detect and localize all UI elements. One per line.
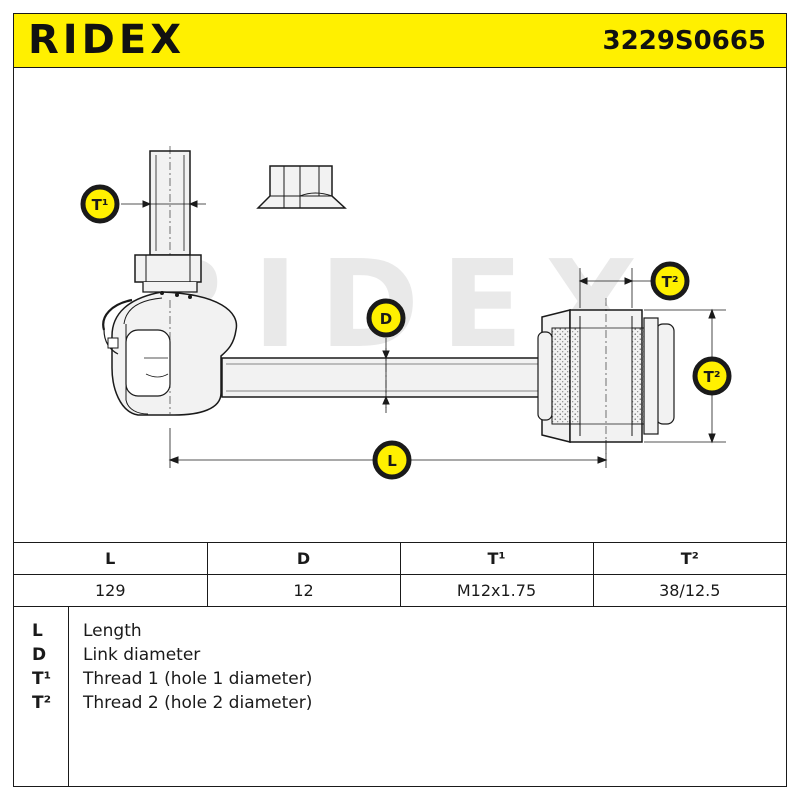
bushing-eye	[537, 298, 675, 454]
header-bar: RIDEX 3229S0665	[14, 14, 786, 68]
spec-table-header-row: L D T¹ T²	[14, 542, 786, 575]
link-rod	[221, 348, 543, 408]
spec-header-t2: T²	[592, 542, 786, 575]
technical-drawing: RIDEX	[14, 68, 786, 542]
spec-table-value-row: 129 12 M12x1.75 38/12.5	[14, 574, 786, 607]
ball-joint	[102, 291, 238, 416]
legend-item: T² Thread 2 (hole 2 diameter)	[14, 691, 786, 715]
brand-logo: RIDEX	[28, 17, 186, 63]
callout-t1: T¹	[80, 184, 120, 224]
legend-description: Length	[83, 621, 142, 641]
legend-divider	[68, 607, 69, 787]
callout-d: D	[366, 298, 406, 338]
spec-value-t2: 38/12.5	[592, 574, 786, 607]
product-sheet: RIDEX 3229S0665 RIDEX	[13, 13, 787, 787]
legend: L Length D Link diameter T¹ Thread 1 (ho…	[14, 607, 786, 787]
callout-t2-side-label: T²	[704, 368, 721, 386]
part-number: 3229S0665	[602, 26, 766, 56]
legend-item: T¹ Thread 1 (hole 1 diameter)	[14, 667, 786, 691]
spec-header-d: D	[206, 542, 401, 575]
legend-symbol: T²	[32, 693, 52, 713]
callout-t2-top-label: T²	[662, 273, 679, 291]
callout-d-label: D	[380, 310, 392, 328]
callout-t2-top: T²	[650, 261, 690, 301]
legend-item: D Link diameter	[14, 643, 786, 667]
spec-table: L D T¹ T² 129 12 M12x1.75 38/12.5	[14, 542, 786, 607]
legend-description: Link diameter	[83, 645, 201, 665]
spec-value-t1: M12x1.75	[399, 574, 594, 607]
stabilizer-link-drawing: RIDEX	[80, 146, 732, 480]
callout-l: L	[372, 440, 412, 480]
legend-symbol: D	[32, 645, 47, 665]
threaded-stud	[134, 146, 202, 293]
callout-t1-label: T¹	[92, 196, 109, 214]
legend-symbol: T¹	[32, 669, 52, 689]
legend-description: Thread 1 (hole 1 diameter)	[83, 669, 313, 689]
legend-symbol: L	[32, 621, 43, 641]
legend-description: Thread 2 (hole 2 diameter)	[83, 693, 313, 713]
callout-l-label: L	[387, 452, 397, 470]
spec-header-l: L	[14, 542, 208, 575]
spec-value-d: 12	[206, 574, 401, 607]
spec-header-t1: T¹	[399, 542, 594, 575]
callout-t2-side: T²	[692, 356, 732, 396]
hex-nut	[256, 165, 347, 209]
legend-item: L Length	[14, 619, 786, 643]
spec-value-l: 129	[14, 574, 208, 607]
